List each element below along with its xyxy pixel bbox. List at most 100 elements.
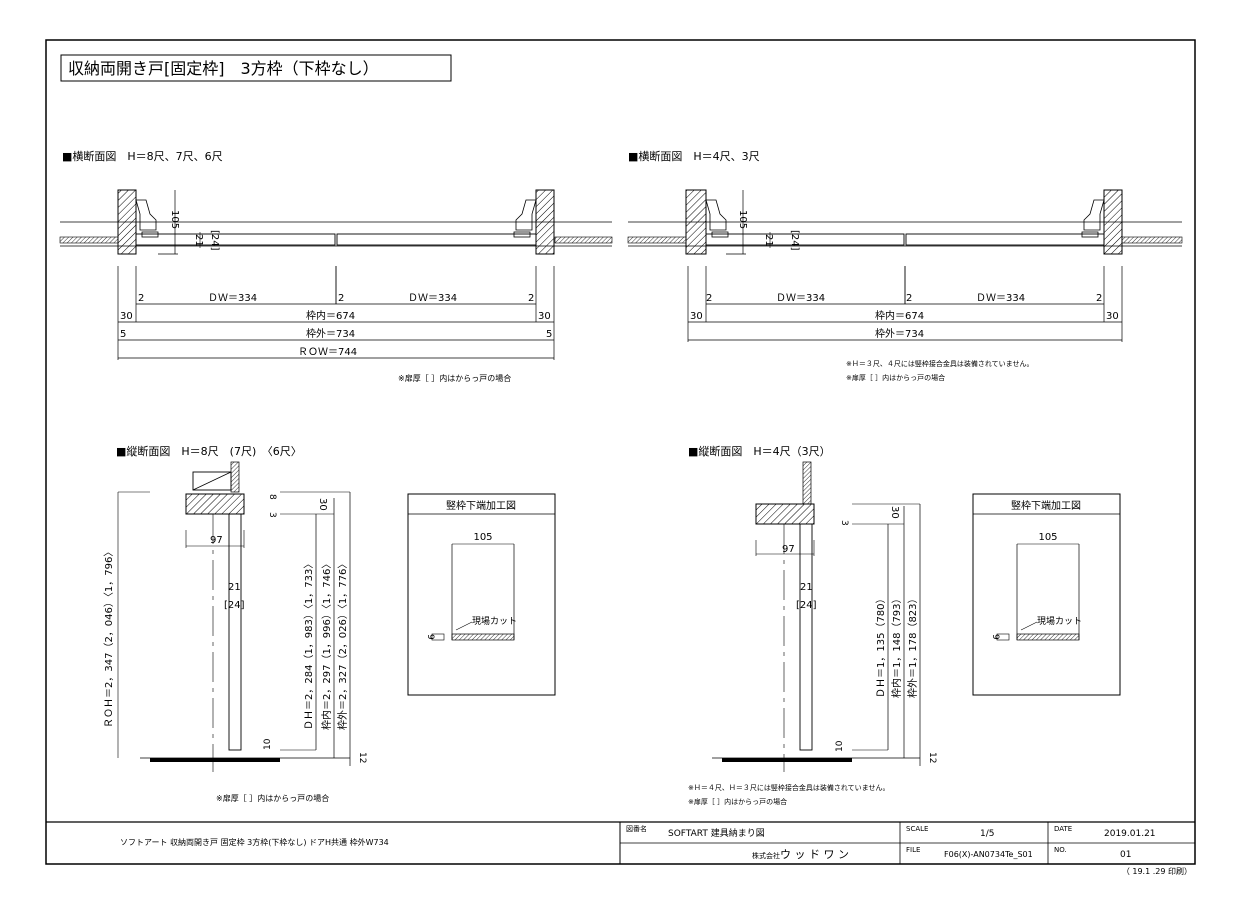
- drawing-name: SOFTART 建具納まり図: [668, 827, 765, 839]
- dim-105: 105: [169, 210, 180, 229]
- company-name: ウ ッ ド ワ ン: [780, 848, 849, 861]
- dim-12: 12: [357, 752, 367, 763]
- head-jamb: [185, 493, 245, 515]
- dim-8: 8: [267, 494, 277, 500]
- dim-97: 97: [210, 535, 223, 546]
- hinge-left: [135, 199, 157, 231]
- name-label: 図番名: [626, 824, 647, 833]
- dim-12: 12: [927, 752, 937, 763]
- door-leaf: [228, 513, 242, 751]
- dim-97: 97: [782, 544, 795, 555]
- dim-outer: 枠外＝1，178（823）: [906, 593, 919, 698]
- dim-2c: 2: [1096, 293, 1102, 304]
- company-label: 株式会社: [752, 851, 780, 860]
- left-section-note: ※扉厚［ ］内はからっ戸の場合: [216, 793, 329, 803]
- dim-21: 21: [800, 582, 813, 593]
- dim-dw2: ＤＷ＝334: [976, 293, 1025, 304]
- left-section-heading: ■縦断面図 H＝8尺 (7尺) 〈6尺〉: [116, 444, 302, 458]
- right-plan-note1: ※Ｈ＝３尺、４尺には竪枠接合金具は装備されていません。: [846, 359, 1033, 368]
- date-label: DATE: [1054, 825, 1072, 833]
- door-leaf: [799, 523, 813, 751]
- dim-row: ＲＯＷ＝744: [298, 347, 357, 358]
- scale-label: SCALE: [906, 825, 928, 833]
- dim-2c: 2: [528, 293, 534, 304]
- right-plan-heading: ■横断面図 H＝4尺、3尺: [628, 149, 760, 163]
- dim-outer: 枠外＝734: [306, 327, 355, 340]
- dim-24: [24]: [209, 230, 220, 251]
- dim-30b: 30: [1106, 311, 1119, 322]
- dim-9: 9: [425, 634, 435, 640]
- dim-105: 105: [473, 532, 492, 543]
- dim-5b: 5: [546, 329, 552, 340]
- jamb-right: [1103, 189, 1123, 255]
- title-block: 収納両開き戸[固定枠] 3方枠（下枠なし）: [60, 54, 452, 82]
- right-plan-note2: ※扉厚［ ］内はからっ戸の場合: [846, 373, 945, 382]
- date-value: 2019.01.21: [1104, 829, 1156, 839]
- dim-inner: 枠内＝2，297（1，996）〈1，746〉: [320, 559, 333, 730]
- page-title: 収納両開き戸[固定枠] 3方枠（下枠なし）: [68, 59, 379, 78]
- dim-30a: 30: [120, 311, 133, 322]
- dim-2b: 2: [338, 293, 344, 304]
- dim-dh: ＤＨ＝2，284（1，983）〈1，733〉: [303, 559, 315, 730]
- right-section-note2: ※扉厚［ ］内はからっ戸の場合: [688, 797, 787, 806]
- wall-left: [59, 236, 119, 244]
- cut-label: 現場カット: [1037, 615, 1082, 627]
- left-plan-heading: ■横断面図 H＝8尺、7尺、6尺: [62, 149, 223, 163]
- file-label: FILE: [906, 846, 920, 854]
- right-section-note1: ※Ｈ＝４尺、Ｈ＝３尺には竪枠接合金具は装備されていません。: [688, 783, 889, 792]
- dim-5a: 5: [120, 329, 126, 340]
- right-vertical-section: ■縦断面図 H＝4尺（3尺） 97 21 [24] 3 30 ＤＨ＝1，135（…: [688, 444, 937, 806]
- door-leaf-right: [905, 233, 1105, 246]
- jamb-left: [117, 189, 137, 255]
- detail-title: 竪枠下端加工図: [1011, 499, 1081, 512]
- footer-description: ソフトアート 収納両開き戸 固定枠 3方枠(下枠なし) ドアH共通 枠外W734: [120, 837, 389, 847]
- dim-2a: 2: [706, 293, 712, 304]
- right-plan-section: ■横断面図 H＝4尺、3尺 105 21 [24] 2 ＤＷ＝334 2 ＤＷ＝…: [627, 149, 1183, 382]
- footer-title-block: ソフトアート 収納両開き戸 固定枠 3方枠(下枠なし) ドアH共通 枠外W734…: [46, 821, 1195, 876]
- scale-value: 1/5: [980, 829, 994, 839]
- dim-21: 21: [228, 582, 241, 593]
- detail-title: 竪枠下端加工図: [446, 499, 516, 512]
- door-leaf-left: [135, 233, 336, 246]
- dim-2a: 2: [138, 293, 144, 304]
- dim-21: 21: [193, 234, 204, 247]
- no-value: 01: [1120, 850, 1131, 860]
- dim-10: 10: [263, 738, 273, 750]
- right-section-heading: ■縦断面図 H＝4尺（3尺）: [688, 444, 831, 458]
- dim-inner: 枠内＝674: [306, 309, 355, 322]
- cut-label: 現場カット: [472, 615, 517, 627]
- dim-dw1: ＤＷ＝334: [776, 293, 825, 304]
- dim-24: [24]: [224, 600, 245, 611]
- door-leaf-left: [705, 233, 905, 246]
- dim-30: 30: [889, 506, 900, 519]
- left-plan-note: ※扉厚［ ］内はからっ戸の場合: [398, 373, 511, 383]
- dim-10: 10: [835, 740, 845, 752]
- dim-roh: ＲＯＨ＝2，347（2，046）〈1，796〉: [103, 547, 115, 728]
- dim-24: [24]: [796, 600, 817, 611]
- dim-dw1: ＤＷ＝334: [208, 293, 257, 304]
- dim-dh: ＤＨ＝1，135（780）: [875, 593, 887, 698]
- dim-3: 3: [267, 512, 277, 518]
- door-leaf-right: [336, 233, 537, 246]
- print-stamp: （ 19.1 .29 印刷）: [1122, 867, 1192, 876]
- file-value: F06(X)-AN0734Te_S01: [944, 850, 1033, 859]
- dim-105: 105: [737, 210, 748, 229]
- dim-9: 9: [990, 634, 1000, 640]
- dim-105: 105: [1038, 532, 1057, 543]
- dim-30b: 30: [538, 311, 551, 322]
- head-jamb: [755, 503, 815, 525]
- dim-outer: 枠外＝734: [875, 327, 924, 340]
- wall-right: [554, 236, 613, 244]
- dim-30a: 30: [690, 311, 703, 322]
- dim-30: 30: [317, 498, 328, 511]
- dim-dw2: ＤＷ＝334: [408, 293, 457, 304]
- jamb-right: [535, 189, 555, 255]
- dim-3: 3: [839, 520, 849, 526]
- detail-right: 竪枠下端加工図 105 現場カット 9: [972, 493, 1121, 696]
- no-label: NO.: [1054, 846, 1067, 854]
- left-vertical-section: ■縦断面図 H＝8尺 (7尺) 〈6尺〉 97 21 [24] 8 3 30 Ｄ…: [103, 444, 367, 803]
- dim-inner: 枠内＝674: [875, 309, 924, 322]
- dim-inner: 枠内＝1，148（793）: [890, 593, 903, 698]
- dim-outer: 枠外＝2，327（2，026）〈1，776〉: [336, 559, 349, 730]
